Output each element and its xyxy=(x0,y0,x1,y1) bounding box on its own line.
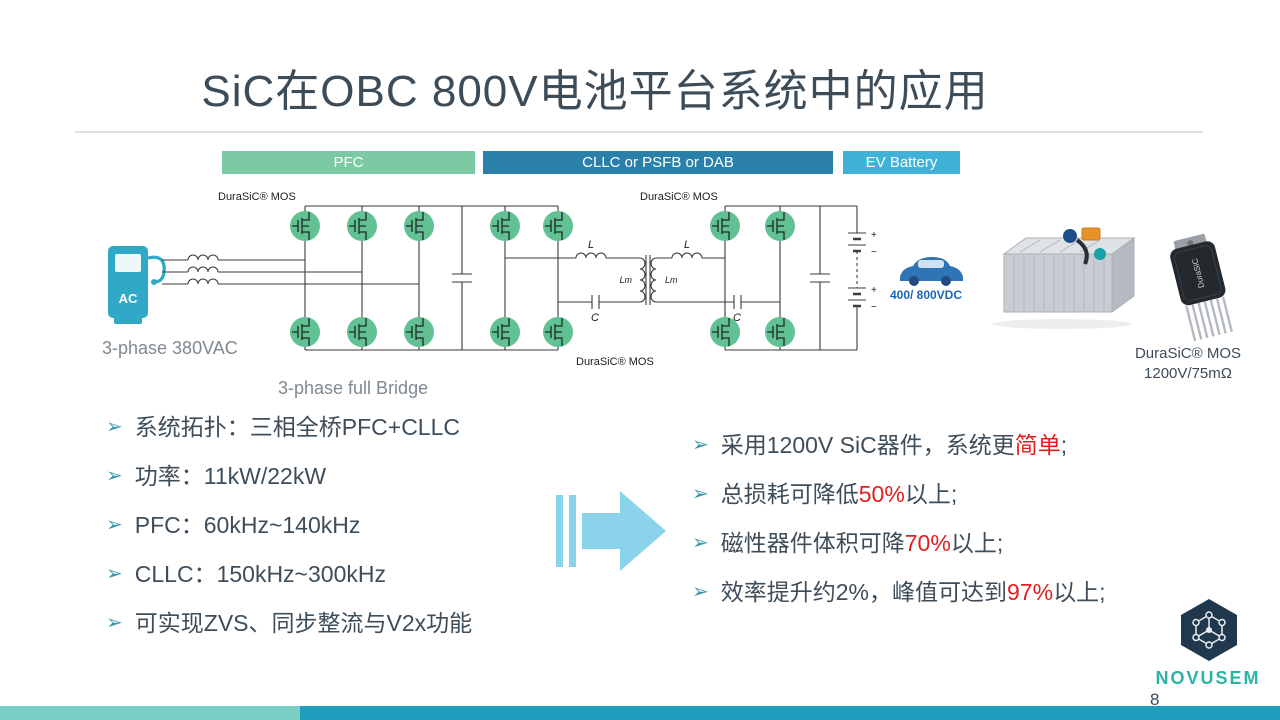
title-divider xyxy=(75,131,1203,133)
stage-bar-cllc: CLLC or PSFB or DAB xyxy=(483,151,833,174)
stage-bar-ev-battery: EV Battery xyxy=(843,151,960,174)
product-name: DuraSiC® MOS xyxy=(1134,345,1242,362)
list-item: ➢ 功率：11kW/22kW xyxy=(106,461,576,491)
bullet-text: 系统拓扑：三相全桥PFC+CLLC xyxy=(134,414,460,440)
bullet-text: 功率：11kW/22kW xyxy=(134,463,327,489)
dc-voltage-label: 400/ 800VDC xyxy=(890,288,962,302)
arrow-bullet-icon: ➢ xyxy=(106,416,123,438)
arrow-bullet-icon: ➢ xyxy=(106,612,123,634)
bullet-text: CLLC：150kHz~300kHz xyxy=(134,561,386,587)
inductor-lm-secondary-label: Lm xyxy=(665,275,678,285)
bullet-text: 可实现ZVS、同步整流与V2x功能 xyxy=(134,610,473,636)
stage-bar-pfc-label: PFC xyxy=(333,154,364,171)
right-bullet-list: ➢ 采用1200V SiC器件，系统更简单; ➢ 总损耗可降低50%以上; ➢ 磁性器… xyxy=(692,430,1232,626)
ac-charger-label: AC xyxy=(119,291,138,306)
battery2-minus-label: − xyxy=(871,302,877,313)
three-phase-input-label: 3-phase 380VAC xyxy=(102,338,238,358)
bullet-text: 磁性器件体积可降70%以上; xyxy=(720,530,1004,556)
list-item: ➢ 总损耗可降低50%以上; xyxy=(692,479,1232,509)
battery1-plus-label: + xyxy=(871,230,877,241)
list-item: ➢ 效率提升约2%，峰值可达到97%以上; xyxy=(692,577,1232,607)
battery1-minus-label: − xyxy=(871,247,877,258)
arrow-bullet-icon: ➢ xyxy=(692,581,709,603)
arrow-bullet-icon: ➢ xyxy=(106,563,123,585)
bullet-text: 总损耗可降低50%以上; xyxy=(720,481,958,507)
capacitor-primary-label: C xyxy=(591,312,599,324)
bottom-accent-bar-right xyxy=(300,706,1280,720)
page-number: 8 xyxy=(1150,690,1160,709)
bottom-accent-bar-left xyxy=(0,706,300,720)
transition-arrow-icon xyxy=(556,491,666,571)
highlight-text: 50% xyxy=(858,481,905,507)
bullet-text: 效率提升约2%，峰值可达到97%以上; xyxy=(720,579,1106,605)
arrow-bullet-icon: ➢ xyxy=(106,465,123,487)
stage-bar-cllc-label: CLLC or PSFB or DAB xyxy=(582,154,734,171)
arrow-bullet-icon: ➢ xyxy=(692,532,709,554)
inductor-l-secondary-label: L xyxy=(684,239,690,251)
left-bullet-list: ➢ 系统拓扑：三相全桥PFC+CLLC ➢ 功率：11kW/22kW ➢ PFC：60… xyxy=(106,412,576,657)
durasic-label-bottom: DuraSiC® MOS xyxy=(576,356,654,368)
stage-bar-ev-battery-label: EV Battery xyxy=(865,154,938,171)
highlight-text: 97% xyxy=(1007,579,1054,605)
circuit-wires xyxy=(162,205,866,351)
product-spec: 1200V/75mΩ xyxy=(1144,365,1232,382)
list-item: ➢ PFC：60kHz~140kHz xyxy=(106,510,576,540)
novusem-logo-icon xyxy=(1181,599,1237,661)
bullet-text: PFC：60kHz~140kHz xyxy=(134,512,361,538)
durasic-label-top-right: DuraSiC® MOS xyxy=(640,191,718,203)
circuit-schematic: AC xyxy=(108,191,963,368)
arrow-bullet-icon: ➢ xyxy=(106,514,123,536)
bullet-text: 采用1200V SiC器件，系统更简单; xyxy=(720,432,1068,458)
page-title: SiC在OBC 800V电池平台系统中的应用 xyxy=(201,67,989,116)
list-item: ➢ 系统拓扑：三相全桥PFC+CLLC xyxy=(106,412,576,442)
list-item: ➢ CLLC：150kHz~300kHz xyxy=(106,559,576,589)
sic-mosfet-package-image: DuraSiC xyxy=(1170,233,1233,342)
ev-car-icon xyxy=(900,257,963,286)
list-item: ➢ 采用1200V SiC器件，系统更简单; xyxy=(692,430,1232,460)
list-item: ➢ 磁性器件体积可降70%以上; xyxy=(692,528,1232,558)
battery2-plus-label: + xyxy=(871,285,877,296)
highlight-text: 70% xyxy=(904,530,951,556)
inductor-l-primary-label: L xyxy=(588,239,594,251)
inductor-lm-primary-label: Lm xyxy=(619,275,632,285)
list-item: ➢ 可实现ZVS、同步整流与V2x功能 xyxy=(106,608,576,638)
ac-charger-icon: AC xyxy=(108,246,166,324)
stage-bar-pfc: PFC xyxy=(222,151,475,174)
mosfet-switches xyxy=(289,210,796,348)
durasic-label-top-left: DuraSiC® MOS xyxy=(218,191,296,203)
product-caption: DuraSiC® MOS 1200V/75mΩ xyxy=(1114,344,1262,384)
novusem-logo-text: NOVUSEM xyxy=(1155,668,1261,688)
arrow-bullet-icon: ➢ xyxy=(692,434,709,456)
arrow-bullet-icon: ➢ xyxy=(692,483,709,505)
battery-pack-image xyxy=(992,227,1136,329)
highlight-text: 简单 xyxy=(1014,432,1061,458)
capacitor-secondary-label: C xyxy=(733,312,741,324)
full-bridge-label: 3-phase full Bridge xyxy=(278,378,429,398)
